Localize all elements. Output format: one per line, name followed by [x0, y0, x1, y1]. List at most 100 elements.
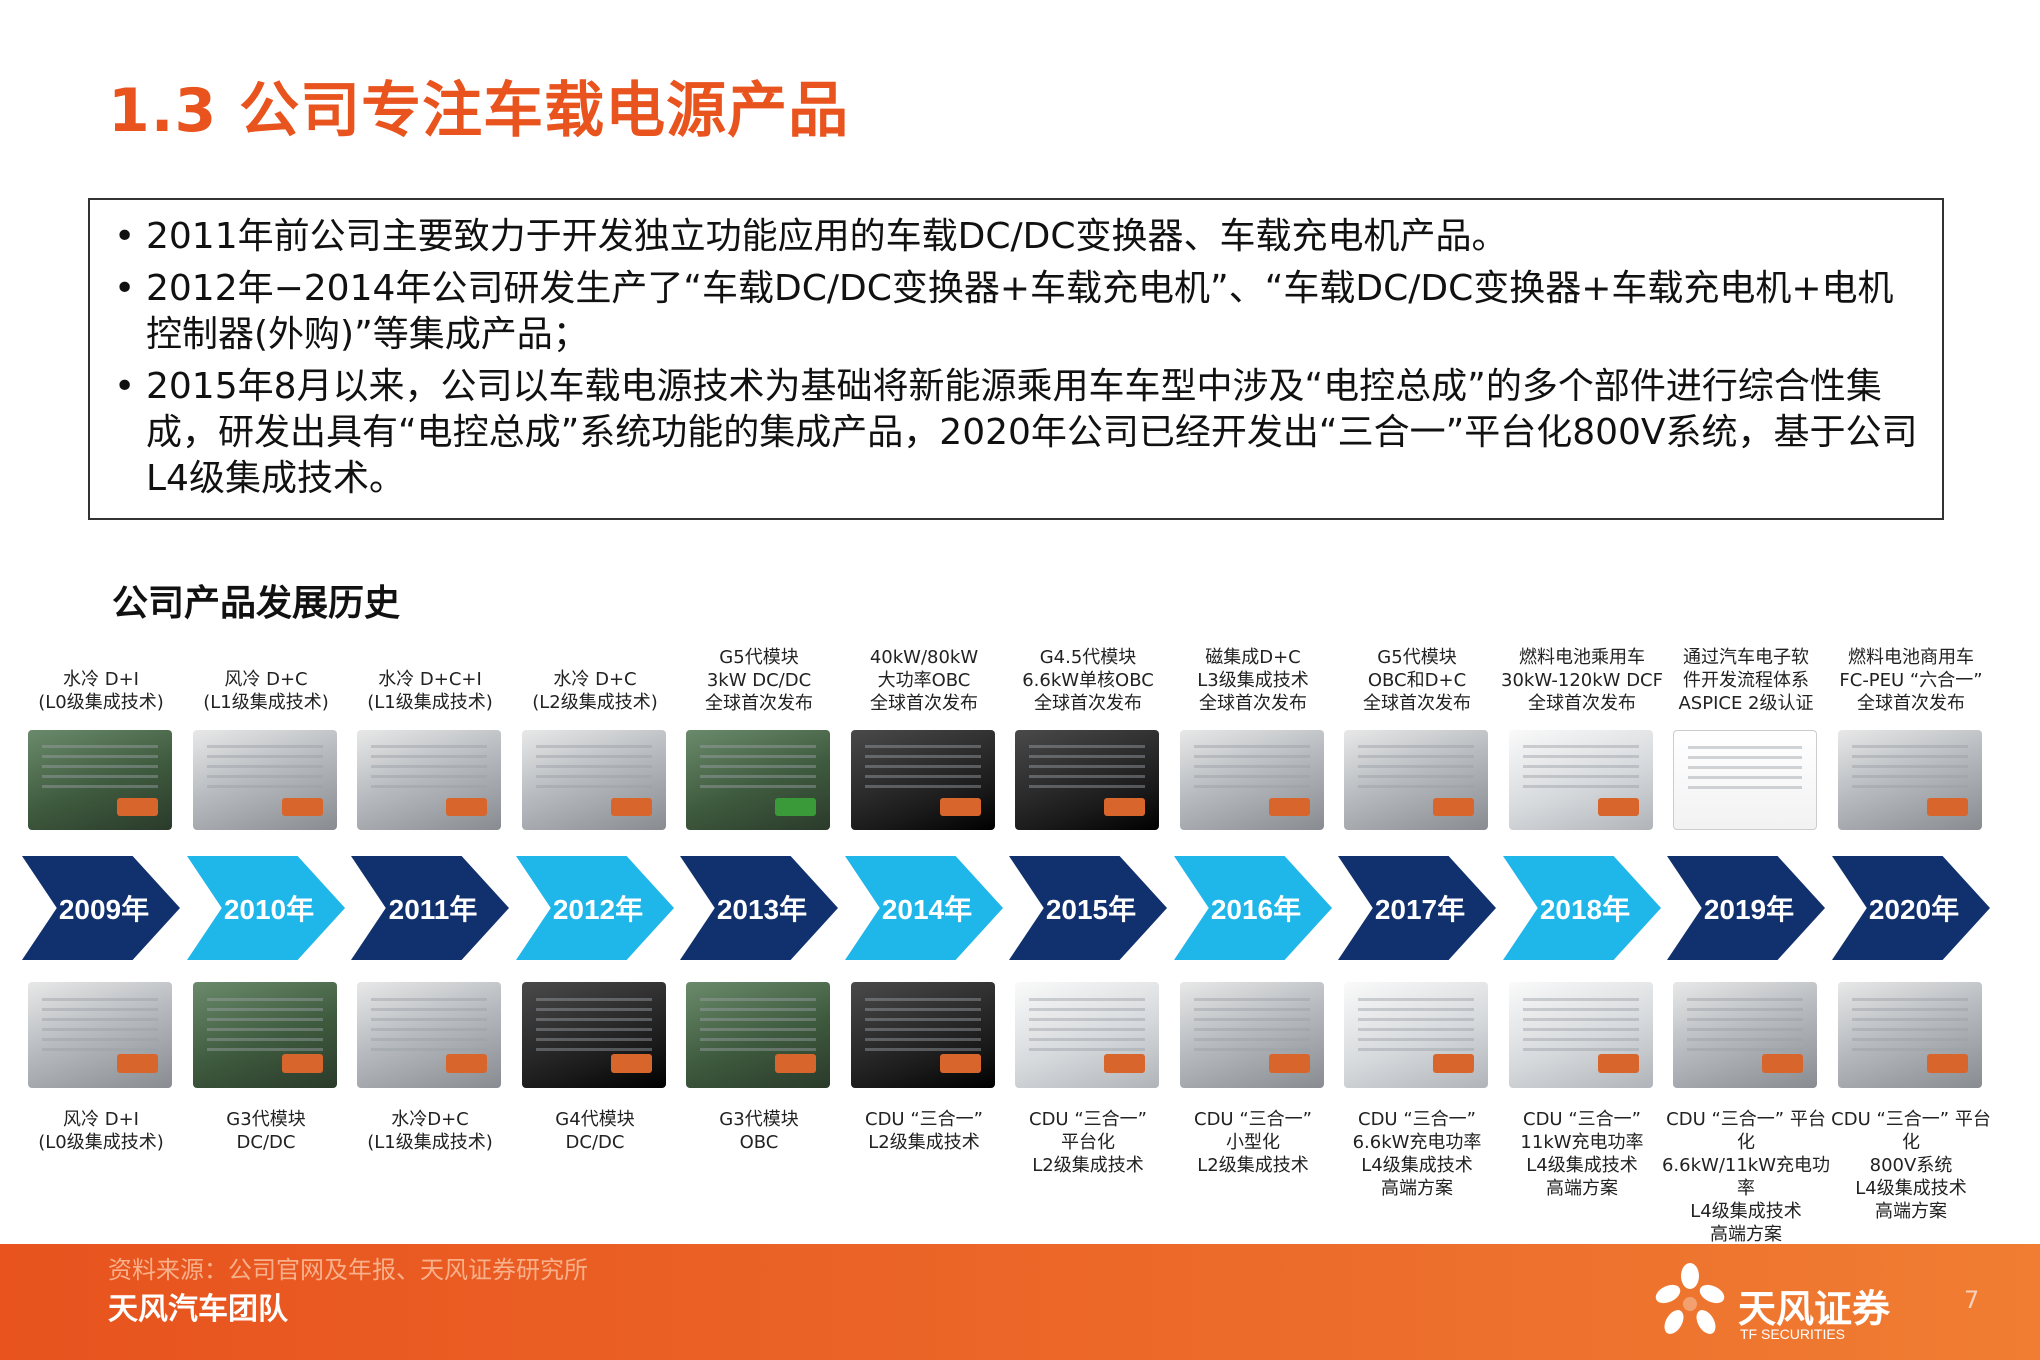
caption-line: L4级集成技术 [1690, 1201, 1802, 1222]
timeline-arrow-11: 2020年 [1832, 856, 1990, 960]
product-detail [42, 745, 158, 795]
caption-line: 高端方案 [1381, 1178, 1453, 1199]
bullet-icon: • [114, 268, 136, 309]
footer-source: 资料来源：公司官网及年报、天风证券研究所 [108, 1256, 588, 1284]
high-power-obc-image [851, 730, 995, 830]
product-detail [1029, 997, 1145, 1051]
connector-port [611, 1054, 652, 1074]
connector-port [282, 798, 323, 816]
connector-port [775, 798, 816, 816]
cdu-mini-image [1180, 982, 1324, 1088]
top-caption: 风冷 D+C(L1级集成技术) [181, 668, 351, 714]
connector-port [1433, 798, 1474, 816]
g3-dcdc-board-image [193, 982, 337, 1088]
caption-line: 6.6kW/11kW充电功率 [1661, 1155, 1831, 1199]
timeline-year: 2020年 [1868, 894, 1960, 925]
caption-line: 风冷 D+I [63, 1109, 139, 1130]
product-detail [1687, 997, 1803, 1051]
product-detail [865, 997, 981, 1051]
caption-line: 小型化 [1226, 1132, 1280, 1153]
connector-port [775, 1054, 816, 1074]
cdu-platform-image [1015, 982, 1159, 1088]
connector-port [1927, 1054, 1968, 1074]
page-title: 1.3 公司专注车载电源产品 [108, 76, 850, 146]
connector-port [117, 1054, 158, 1074]
caption-line: G3代模块 [226, 1109, 306, 1130]
bullet-icon: • [114, 366, 136, 407]
timeline-year: 2013年 [716, 894, 808, 925]
aircooled-charger-image [193, 730, 337, 830]
g5-board-image [686, 730, 830, 830]
product-detail [865, 745, 981, 795]
cdu-66kw-image [1344, 982, 1488, 1088]
connector-port [1104, 798, 1145, 816]
tf-securities-logo-icon [1655, 1263, 1725, 1334]
summary-item: •2015年8月以来，公司以车载电源技术为基础将新能源乘用车车型中涉及“电控总成… [110, 364, 1918, 502]
connector-port [1433, 1054, 1474, 1074]
fc-peu-image [1838, 730, 1982, 830]
connector-port [1269, 1054, 1310, 1074]
footer-bar [0, 1244, 2040, 1360]
bottom-caption: 水冷D+C(L1级集成技术) [342, 1108, 518, 1154]
timeline-arrow-3: 2012年 [516, 856, 674, 960]
caption-line: 6.6kW充电功率 [1352, 1132, 1482, 1153]
caption-line: CDU “三合一” [1029, 1109, 1147, 1130]
caption-line: G3代模块 [719, 1109, 799, 1130]
g4-dcdc-image [522, 982, 666, 1088]
caption-line: OBC [739, 1132, 779, 1153]
caption-line: 全球首次发布 [705, 693, 813, 714]
connector-port [282, 1054, 323, 1074]
product-detail [1029, 745, 1145, 795]
connector-port [1598, 1054, 1639, 1074]
bottom-caption: 风冷 D+I(L0级集成技术) [13, 1108, 189, 1154]
caption-line: CDU “三合一” [1523, 1109, 1641, 1130]
caption-line: 全球首次发布 [1857, 693, 1965, 714]
top-caption: 水冷 D+C(L2级集成技术) [510, 668, 680, 714]
caption-line: DC/DC [565, 1132, 625, 1153]
timeline-year: 2014年 [881, 894, 973, 925]
cdu-l2-image [851, 982, 995, 1088]
timeline-year: 2011年 [388, 894, 478, 925]
timeline-year: 2012年 [552, 894, 644, 925]
caption-line: 大功率OBC [877, 670, 971, 691]
product-detail [1358, 997, 1474, 1051]
timeline-arrow-5: 2014年 [845, 856, 1003, 960]
caption-line: ASPICE 2级认证 [1678, 693, 1814, 714]
connector-port [1104, 1054, 1145, 1074]
product-detail [1852, 745, 1968, 795]
summary-text: 2012年−2014年公司研发生产了“车载DC/DC变换器+车载充电机”、“车载… [146, 268, 1894, 355]
caption-line: G5代模块 [719, 647, 799, 668]
timeline-year: 2017年 [1374, 894, 1466, 925]
product-detail [536, 745, 652, 795]
connector-port [117, 798, 158, 816]
timeline-year: 2015年 [1045, 894, 1137, 925]
bullet-icon: • [114, 216, 136, 257]
summary-item: •2012年−2014年公司研发生产了“车载DC/DC变换器+车载充电机”、“车… [110, 266, 1918, 358]
g5-obc-dc-image [1344, 730, 1488, 830]
caption-line: 30kW-120kW DCF [1501, 670, 1663, 691]
caption-line: CDU “三合一” [865, 1109, 983, 1130]
timeline-arrow-4: 2013年 [680, 856, 838, 960]
timeline-arrow-0: 2009年 [22, 856, 180, 960]
caption-line: (L2级集成技术) [532, 692, 658, 713]
timeline-arrow-7: 2016年 [1174, 856, 1332, 960]
bottom-caption: CDU “三合一”L2级集成技术 [836, 1108, 1012, 1154]
connector-port [1269, 798, 1310, 816]
caption-line: 燃料电池商用车 [1848, 647, 1974, 668]
caption-line: L4级集成技术 [1526, 1155, 1638, 1176]
caption-line: CDU “三合一” [1358, 1109, 1476, 1130]
top-caption: 水冷 D+C+I(L1级集成技术) [345, 668, 515, 714]
caption-line: 11kW充电功率 [1520, 1132, 1644, 1153]
caption-line: 高端方案 [1710, 1224, 1782, 1245]
product-detail [1358, 745, 1474, 795]
